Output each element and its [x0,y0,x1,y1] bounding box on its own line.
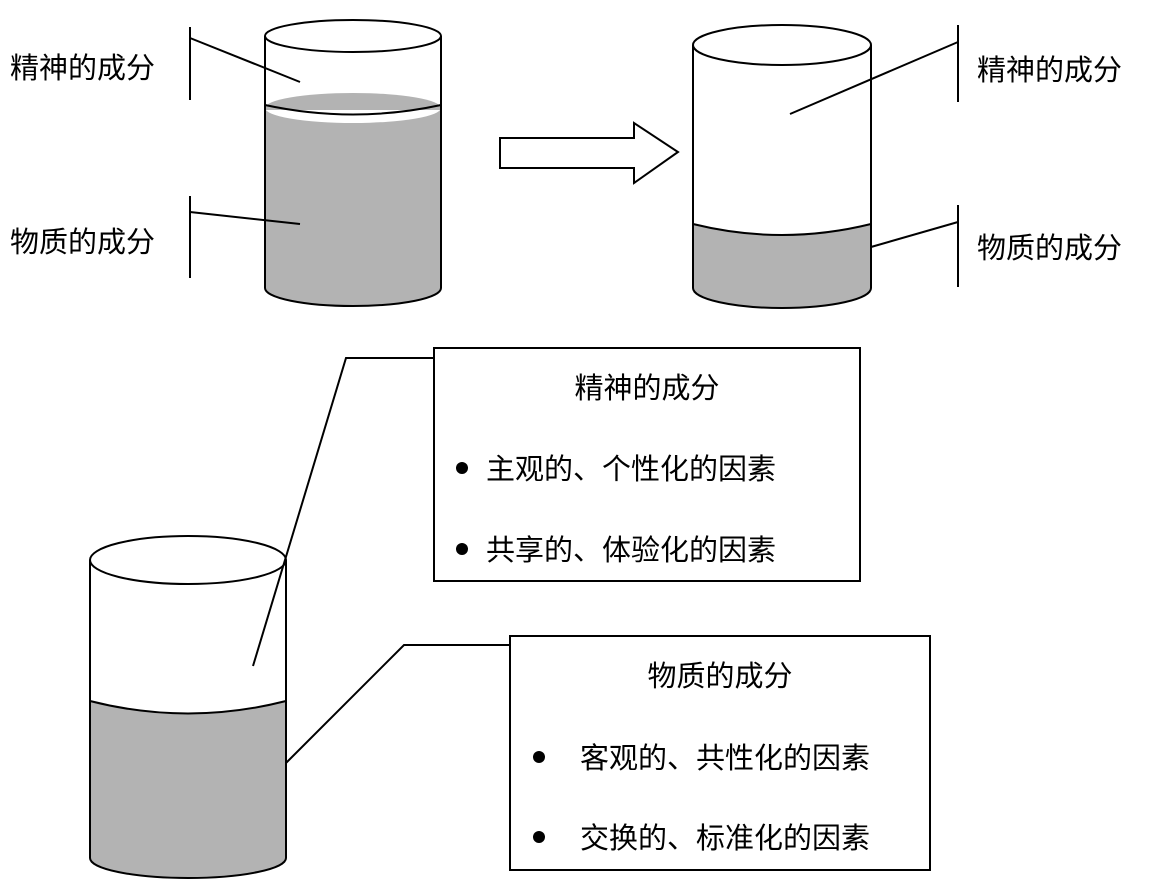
top-left-cylinder-bottom [264,287,442,307]
top-right-cylinder-bottom [692,287,872,309]
top-left-material-bracket [189,196,301,278]
top-left-cylinder [264,19,442,307]
top-left-cylinder-top [264,19,442,53]
spiritual-bullet-2 [456,543,468,555]
bottom-material-fill [90,701,286,878]
right-arrow-icon [499,121,680,185]
spiritual-item-1: 主观的、个性化的因素 [486,452,776,486]
top-right-spiritual-bracket [789,25,959,115]
material-item-1: 客观的、共性化的因素 [580,741,870,775]
top-left-level-line [264,104,442,116]
top-left-material-label: 物质的成分 [10,225,155,259]
top-left-material-fill-lower [265,93,441,110]
bottom-level-line [89,700,287,715]
material-bullet-1 [533,751,545,763]
bottom-cylinder [89,535,287,879]
top-right-spiritual-label: 精神的成分 [977,53,1122,87]
top-right-material-bracket [870,205,959,287]
top-right-material-fill [693,224,871,308]
spiritual-bullet-1 [456,462,468,474]
top-left-spiritual-label: 精神的成分 [10,51,155,85]
spiritual-box-title: 精神的成分 [574,371,719,405]
top-left-material-fill [265,108,441,306]
material-box [509,635,931,871]
material-box-title: 物质的成分 [647,659,792,693]
top-right-cylinder-top [692,24,872,66]
bottom-cylinder-top [89,535,287,585]
material-item-2: 交换的、标准化的因素 [580,821,870,855]
spiritual-box [433,347,861,582]
material-callout-leader [285,644,510,764]
top-right-cylinder [692,24,872,309]
spiritual-item-2: 共享的、体验化的因素 [486,533,776,567]
bottom-cylinder-bottom [89,857,287,879]
top-right-material-label: 物质的成分 [977,231,1122,265]
top-left-spiritual-bracket [189,27,301,100]
spiritual-callout-leader [252,357,434,667]
top-right-level-line [692,223,872,236]
material-bullet-2 [533,831,545,843]
